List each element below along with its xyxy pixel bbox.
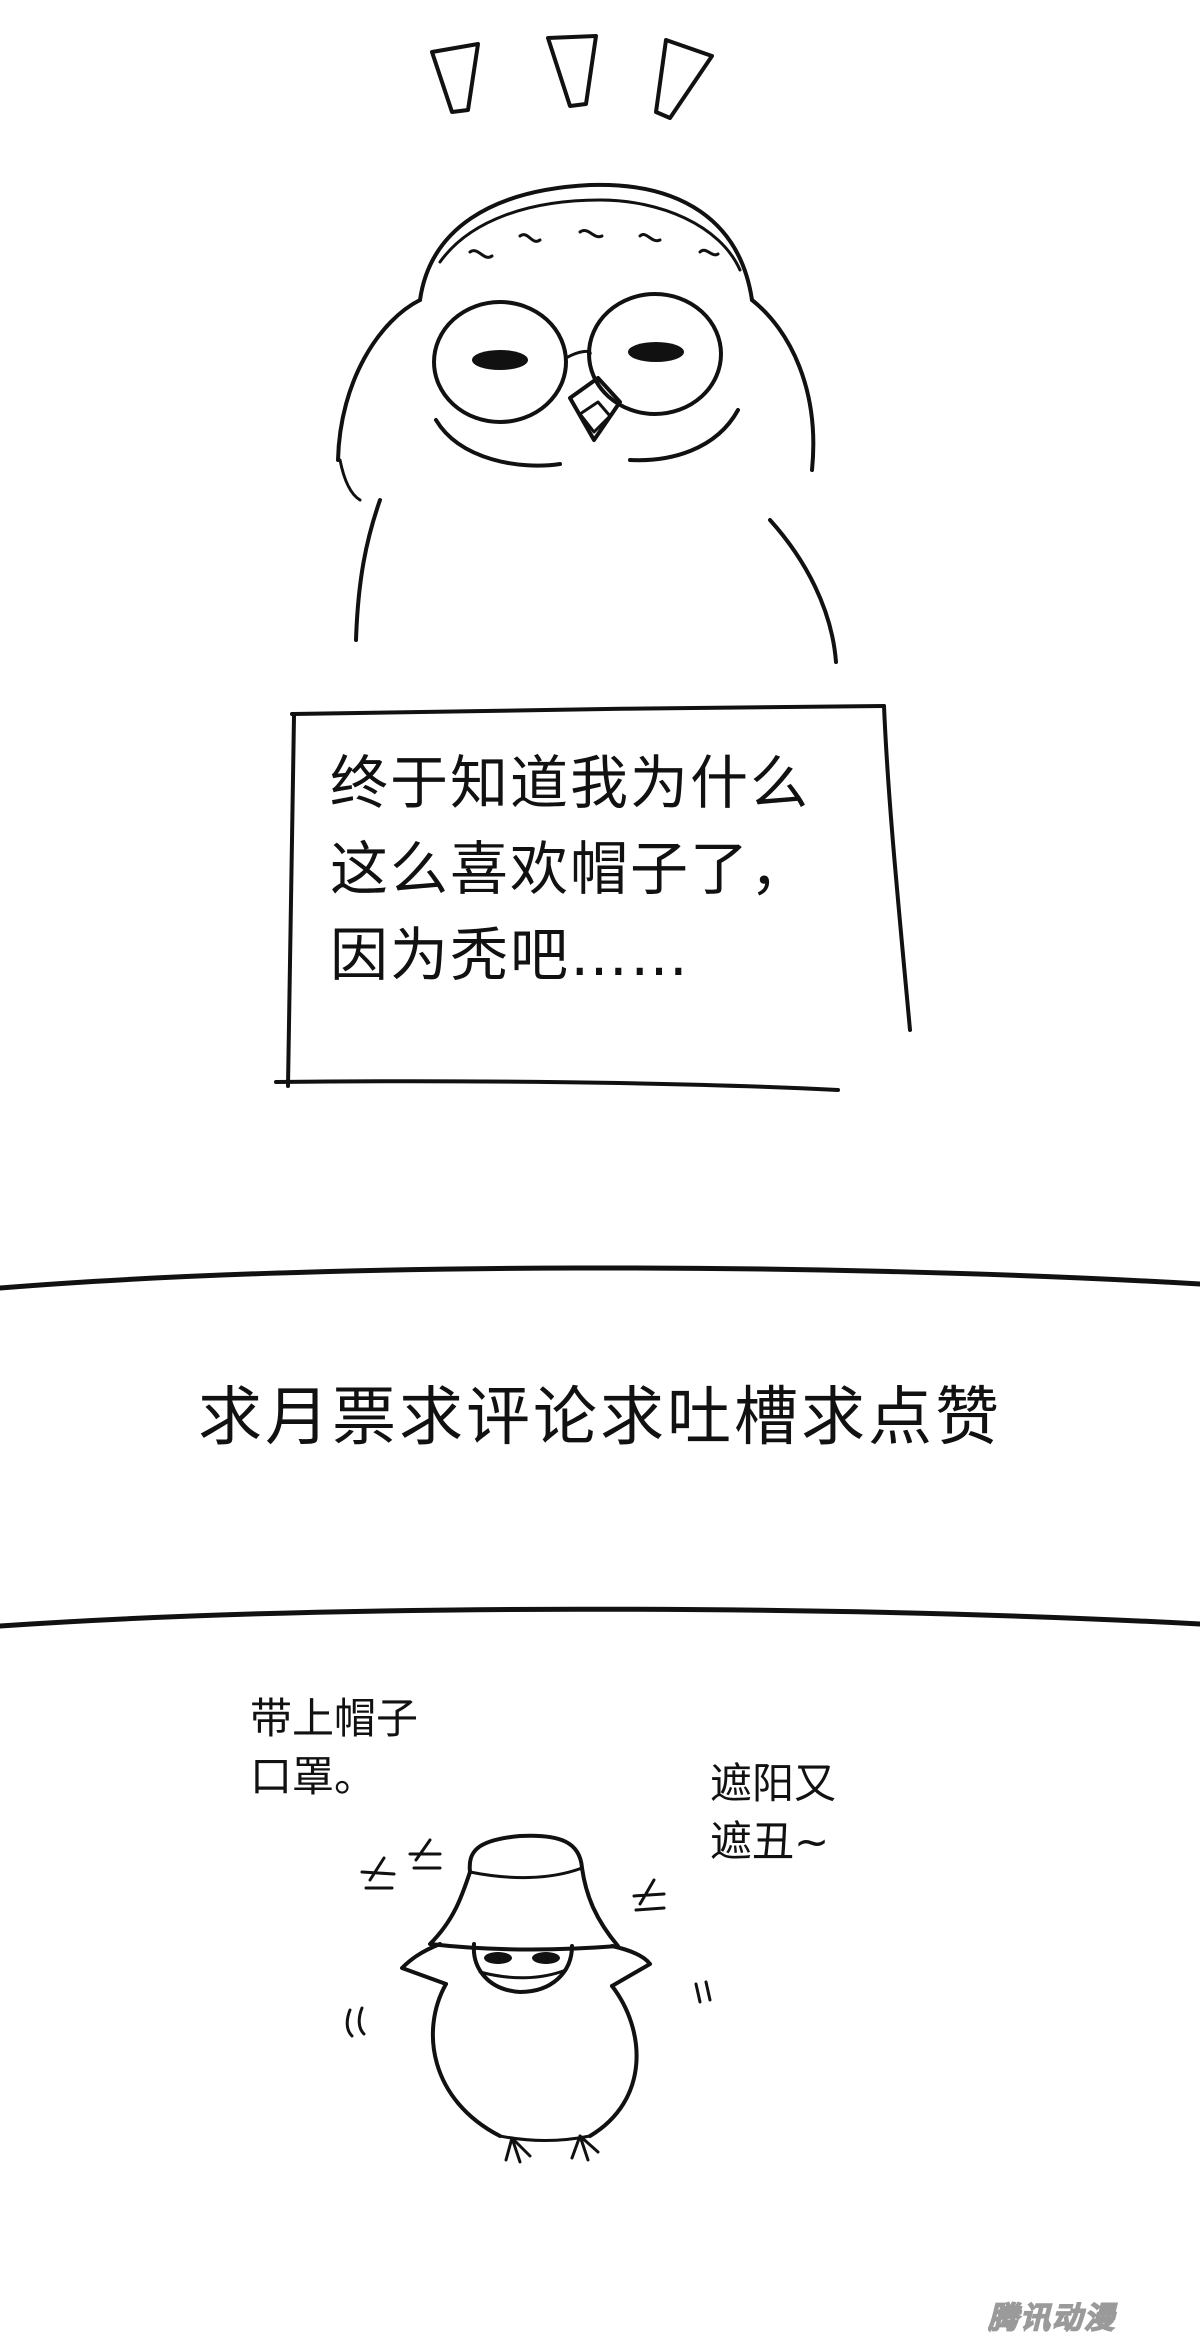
panel-divider-top — [0, 1265, 1200, 1291]
note-left-line-2: 口罩。 — [250, 1752, 377, 1801]
request-support-text: 求月票求评论求吐槽求点赞 — [198, 1381, 1002, 1455]
note-left: 带上帽子 口罩。 — [250, 1690, 418, 1806]
watermark-logo: 腾讯动漫 — [988, 2300, 1116, 2337]
caption-line-2: 这么喜欢帽子了， — [330, 835, 811, 903]
caption-box: 终于知道我为什么 这么喜欢帽子了， 因为秃吧…… — [330, 740, 910, 998]
bald-bird-character-icon — [336, 182, 838, 664]
note-right-line-1: 遮阳又 — [710, 1759, 837, 1808]
surprise-marks-icon — [430, 34, 714, 120]
note-right: 遮阳又 遮丑~ — [710, 1755, 836, 1871]
caption-line-3: 因为秃吧…… — [330, 921, 691, 989]
note-left-line-1: 带上帽子 — [250, 1694, 419, 1743]
caption-box-frame — [274, 704, 912, 1092]
note-right-line-2: 遮丑~ — [710, 1817, 830, 1866]
bird-with-bucket-hat-icon — [345, 1833, 712, 2164]
panel-divider-bottom — [0, 1606, 1200, 1629]
caption-line-1: 终于知道我为什么 — [330, 749, 811, 817]
